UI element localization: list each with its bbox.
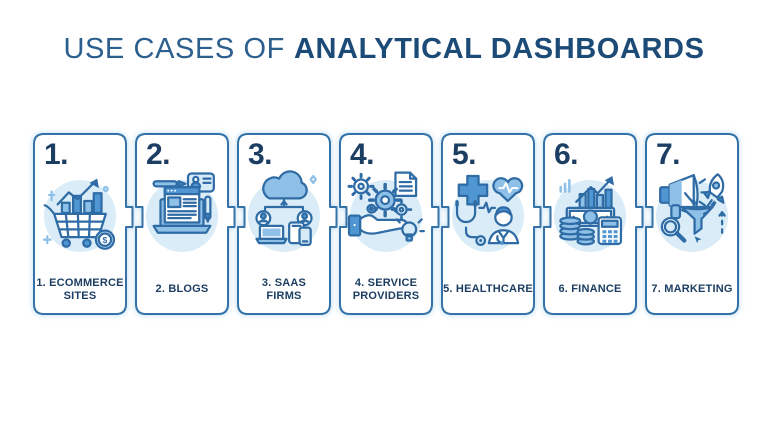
card-number: 4. [350, 138, 375, 171]
finance-money-calculator-icon [559, 176, 623, 246]
card-number: 3. [248, 138, 273, 171]
use-case-card-finance: 6. [543, 133, 645, 315]
card-number: 5. [452, 138, 477, 171]
use-case-card-service-providers: 4. [339, 133, 441, 315]
card-label: 2. BLOGS [155, 283, 209, 296]
service-hand-gears-icon [347, 171, 425, 242]
saas-cloud-devices-icon [255, 170, 317, 246]
title-prefix: USE CASES OF [63, 33, 285, 65]
use-case-card-saas: 3. 3. S [237, 133, 339, 315]
use-case-card-healthcare: 5. 5. HEALTHCARE [441, 133, 543, 315]
card-label: 6. FINANCE [558, 283, 622, 296]
card-label: 4. SERVICE PROVIDERS [352, 276, 420, 302]
marketing-megaphone-funnel-icon [659, 173, 726, 244]
card-number: 7. [656, 138, 681, 171]
card-label: 3. SAAS FIRMS [261, 276, 307, 302]
use-case-card-marketing: 7. [645, 133, 747, 315]
card-number: 2. [146, 138, 171, 171]
use-case-card-ecommerce: 1. $ 1. [33, 133, 135, 315]
title-emphasis: ANALYTICAL DASHBOARDS [293, 33, 705, 65]
card-label: 5. HEALTHCARE [443, 283, 533, 296]
healthcare-cross-doctor-icon [455, 174, 524, 246]
use-case-card-blogs: 2. [135, 133, 237, 315]
card-label: 1. ECOMMERCE SITES [36, 276, 124, 302]
blog-laptop-icon [152, 172, 215, 234]
card-label: 7. MARKETING [651, 283, 733, 296]
dollar-symbol: $ [103, 235, 108, 245]
card-number: 1. [44, 138, 69, 171]
card-number: 6. [554, 138, 579, 171]
ecommerce-cart-growth-icon: $ [42, 178, 116, 250]
